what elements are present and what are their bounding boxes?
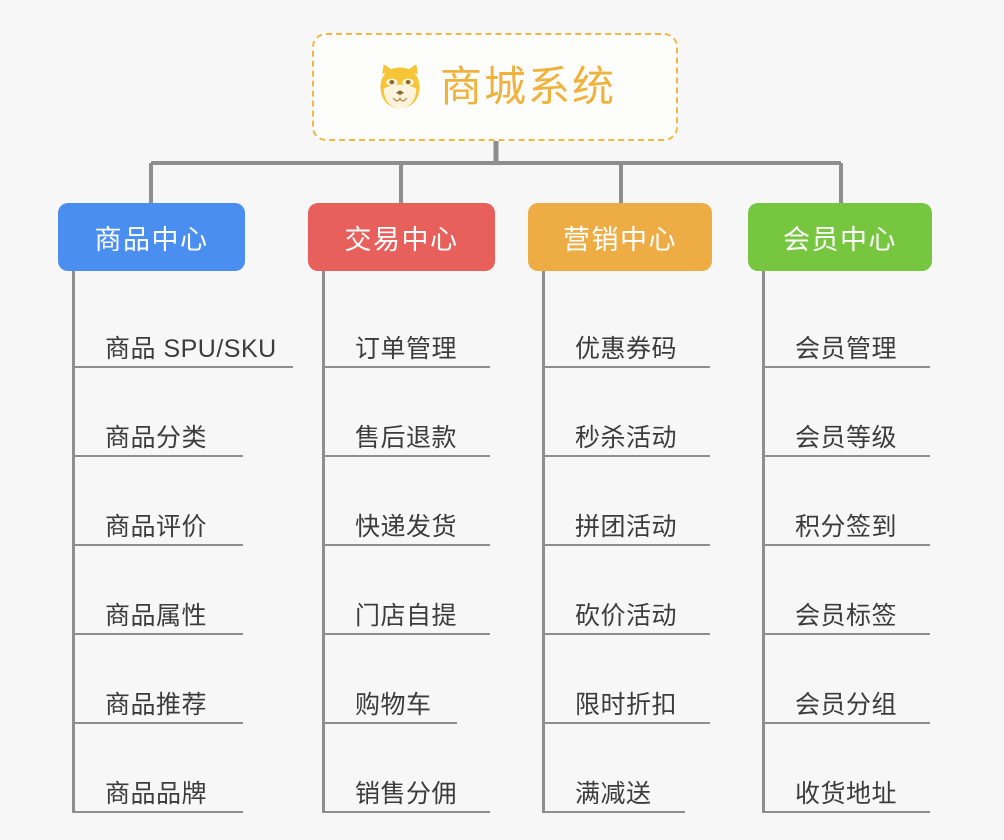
category-header-product-center[interactable]: 商品中心 (58, 203, 245, 271)
leaf-label: 商品 SPU/SKU (105, 334, 277, 363)
list-item[interactable]: 优惠券码 (545, 279, 748, 368)
branch-column-product-center: 商品中心 商品 SPU/SKU 商品分类 商品评价 商品属性 商品推荐 商品品牌 (58, 203, 293, 813)
leaf-label: 销售分佣 (355, 779, 458, 808)
list-item[interactable]: 秒杀活动 (545, 368, 748, 457)
list-item[interactable]: 商品 SPU/SKU (75, 279, 293, 368)
leaf-label: 秒杀活动 (575, 423, 678, 452)
category-label: 商品中心 (94, 224, 209, 255)
category-header-member-center[interactable]: 会员中心 (748, 203, 932, 271)
leaf-label: 优惠券码 (575, 334, 678, 363)
leaf-label: 收货地址 (795, 779, 898, 808)
leaf-list: 商品 SPU/SKU 商品分类 商品评价 商品属性 商品推荐 商品品牌 (72, 271, 293, 813)
list-item[interactable]: 限时折扣 (545, 635, 748, 724)
leaf-list: 优惠券码 秒杀活动 拼团活动 砍价活动 限时折扣 满减送 (542, 271, 748, 813)
list-item[interactable]: 订单管理 (325, 279, 528, 368)
leaf-label: 门店自提 (355, 601, 458, 630)
leaf-label: 商品品牌 (105, 779, 208, 808)
leaf-list: 会员管理 会员等级 积分签到 会员标签 会员分组 收货地址 (762, 271, 968, 813)
list-item[interactable]: 会员标签 (765, 546, 968, 635)
list-item[interactable]: 满减送 (545, 724, 748, 813)
list-item[interactable]: 商品评价 (75, 457, 278, 546)
list-item[interactable]: 会员等级 (765, 368, 968, 457)
list-item[interactable]: 会员分组 (765, 635, 968, 724)
list-item[interactable]: 售后退款 (325, 368, 528, 457)
list-item[interactable]: 积分签到 (765, 457, 968, 546)
category-header-trade-center[interactable]: 交易中心 (308, 203, 495, 271)
list-item[interactable]: 购物车 (325, 635, 528, 724)
leaf-label: 商品推荐 (105, 690, 208, 719)
branch-column-marketing-center: 营销中心 优惠券码 秒杀活动 拼团活动 砍价活动 限时折扣 满减送 (528, 203, 748, 813)
leaf-label: 商品属性 (105, 601, 208, 630)
leaf-label: 商品分类 (105, 423, 208, 452)
leaf-label: 拼团活动 (575, 512, 678, 541)
list-item[interactable]: 销售分佣 (325, 724, 528, 813)
leaf-label: 限时折扣 (575, 690, 678, 719)
leaf-label: 会员等级 (795, 423, 898, 452)
shiba-dog-emoji (380, 64, 420, 109)
leaf-label: 订单管理 (355, 334, 458, 363)
list-item[interactable]: 商品品牌 (75, 724, 278, 813)
leaf-label: 积分签到 (795, 512, 898, 541)
branch-column-member-center: 会员中心 会员管理 会员等级 积分签到 会员标签 会员分组 收货地址 (748, 203, 968, 813)
leaf-label: 购物车 (355, 690, 432, 719)
leaf-label: 会员分组 (795, 690, 898, 719)
list-item[interactable]: 商品推荐 (75, 635, 278, 724)
list-item[interactable]: 商品属性 (75, 546, 278, 635)
list-item[interactable]: 会员管理 (765, 279, 968, 368)
list-item[interactable]: 砍价活动 (545, 546, 748, 635)
list-item[interactable]: 门店自提 (325, 546, 528, 635)
list-item[interactable]: 拼团活动 (545, 457, 748, 546)
leaf-label: 会员标签 (795, 601, 898, 630)
leaf-label: 商品评价 (105, 512, 208, 541)
list-item[interactable]: 商品分类 (75, 368, 278, 457)
leaf-label: 会员管理 (795, 334, 898, 363)
category-header-marketing-center[interactable]: 营销中心 (528, 203, 712, 271)
list-item[interactable]: 快递发货 (325, 457, 528, 546)
leaf-label: 砍价活动 (575, 601, 678, 630)
leaf-label: 满减送 (575, 779, 652, 808)
category-label: 交易中心 (344, 224, 459, 255)
leaf-label: 售后退款 (355, 423, 458, 452)
leaf-label: 快递发货 (355, 512, 458, 541)
list-item[interactable]: 收货地址 (765, 724, 968, 813)
root-title: 商城系统 (439, 63, 616, 110)
category-label: 营销中心 (563, 224, 677, 255)
branch-column-trade-center: 交易中心 订单管理 售后退款 快递发货 门店自提 购物车 销售分佣 (308, 203, 528, 813)
leaf-list: 订单管理 售后退款 快递发货 门店自提 购物车 销售分佣 (322, 271, 528, 813)
root-node[interactable]: 商城系统 (312, 33, 678, 141)
category-label: 会员中心 (783, 224, 897, 255)
